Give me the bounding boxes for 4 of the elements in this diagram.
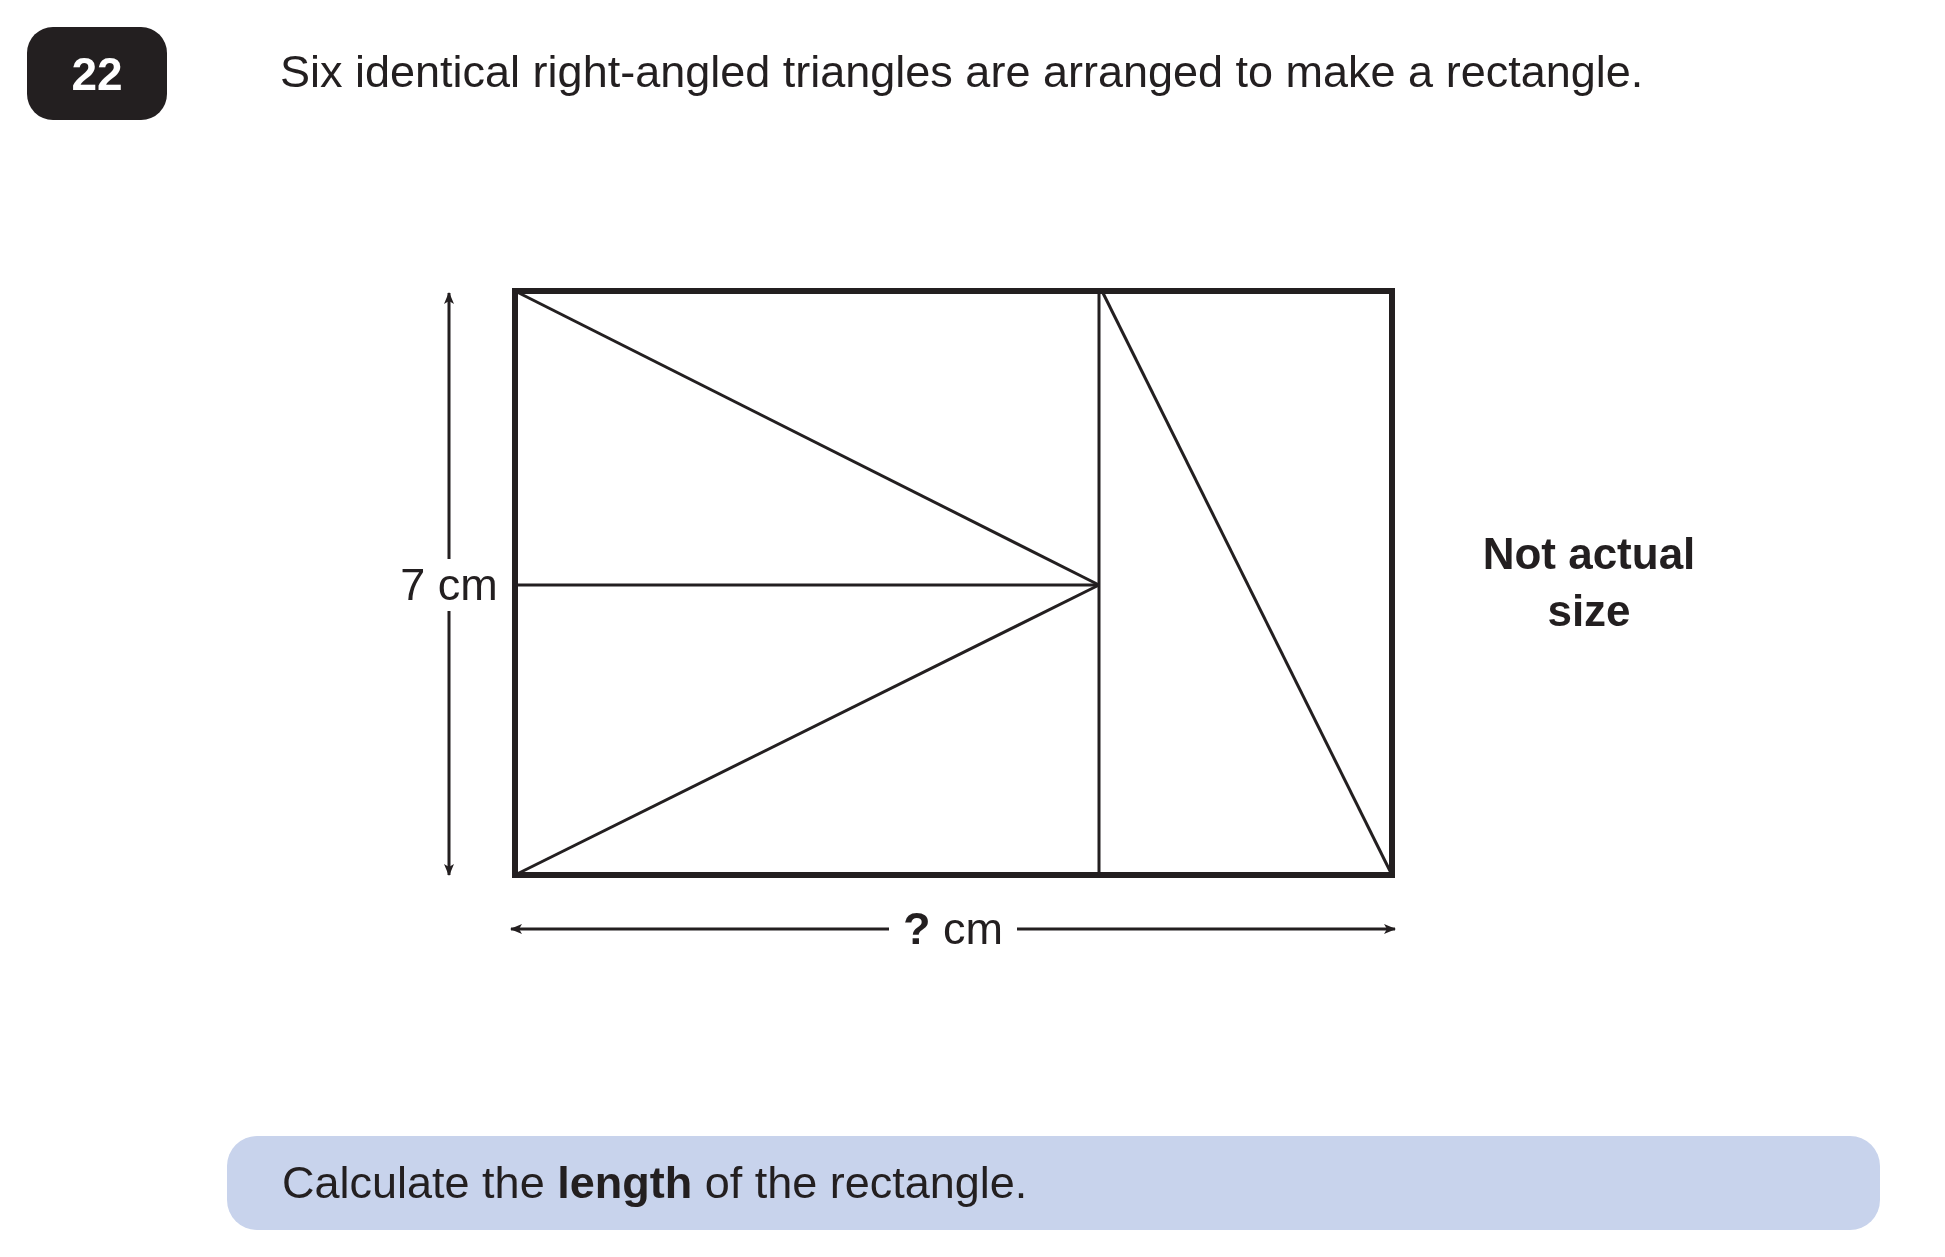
question-number: 22 bbox=[27, 27, 167, 120]
question-text: Six identical right-angled triangles are arranged to make a rectangle. bbox=[280, 46, 1644, 98]
note-text: Not actual size bbox=[1481, 527, 1697, 637]
instruction-text: Calculate the length of the rectangle. bbox=[282, 1157, 1028, 1209]
